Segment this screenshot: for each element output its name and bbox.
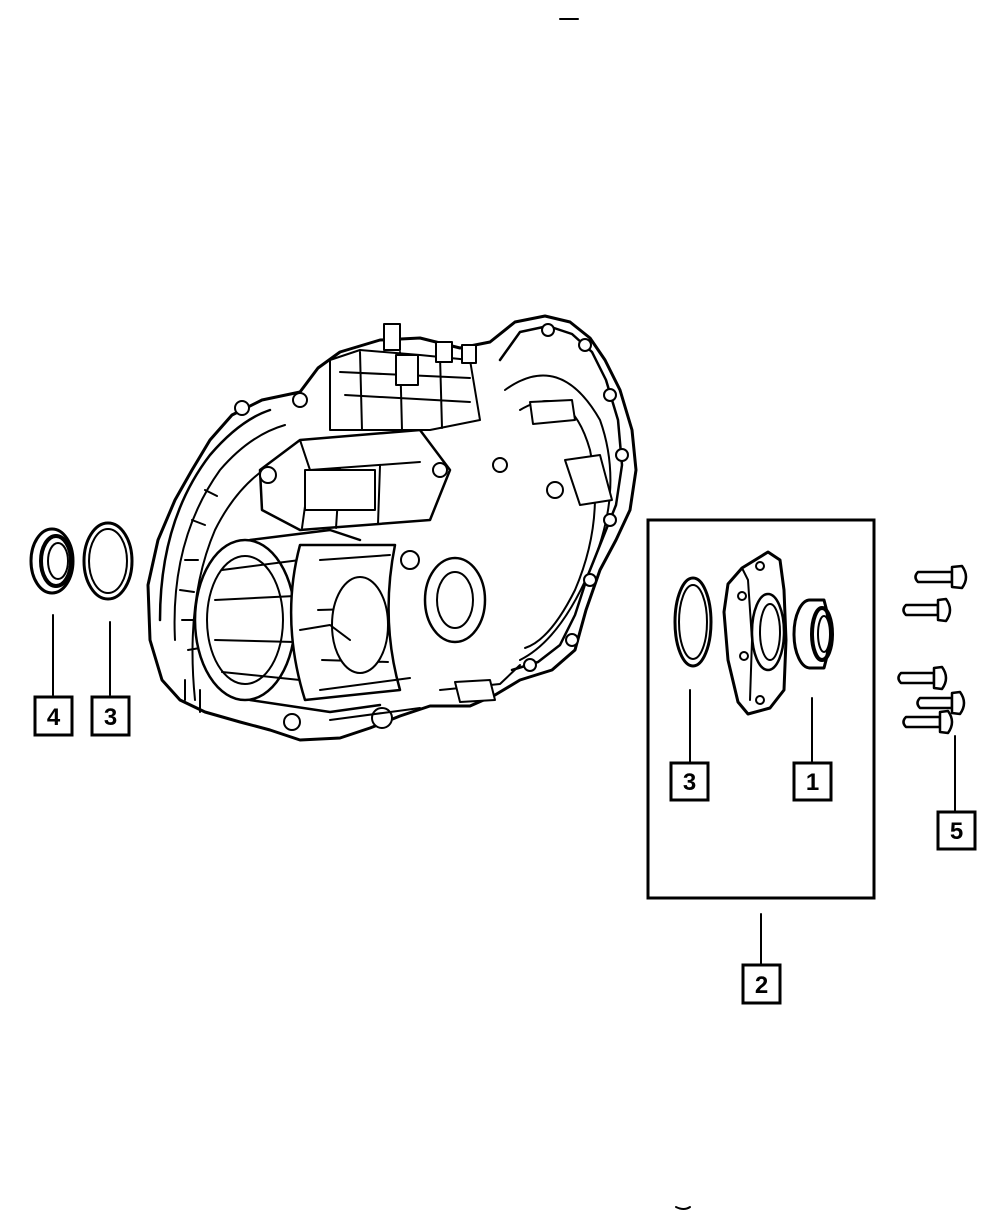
- callout-5[interactable]: 5: [936, 810, 977, 851]
- seal-retainer-plate: [722, 550, 788, 716]
- axle-seal-left: [29, 527, 75, 595]
- bolt-3: [897, 665, 948, 691]
- bolt-5: [902, 709, 954, 735]
- callout-5-label: 5: [950, 818, 963, 845]
- axle-seal-right: [792, 598, 834, 670]
- callout-1-label: 1: [806, 769, 819, 796]
- bottom-mark: [675, 1206, 691, 1210]
- callout-4-label: 4: [47, 704, 61, 731]
- callout-3-right-label: 3: [683, 769, 696, 796]
- bolt-4: [916, 690, 966, 716]
- callout-3-right[interactable]: 3: [669, 761, 710, 802]
- transaxle-housing: [146, 314, 638, 742]
- shim-right: [673, 576, 713, 668]
- callout-3-left[interactable]: 3: [90, 695, 131, 737]
- callout-2-label: 2: [755, 972, 768, 999]
- kit-box: [646, 518, 876, 900]
- bolt-set: [897, 564, 968, 735]
- callout-1[interactable]: 1: [792, 761, 833, 802]
- bolt-2: [902, 597, 952, 623]
- shim-left: [82, 521, 134, 601]
- callout-4[interactable]: 4: [33, 695, 74, 737]
- callout-2[interactable]: 2: [741, 963, 782, 1005]
- bolt-1: [914, 564, 968, 590]
- callout-3-left-label: 3: [104, 704, 117, 731]
